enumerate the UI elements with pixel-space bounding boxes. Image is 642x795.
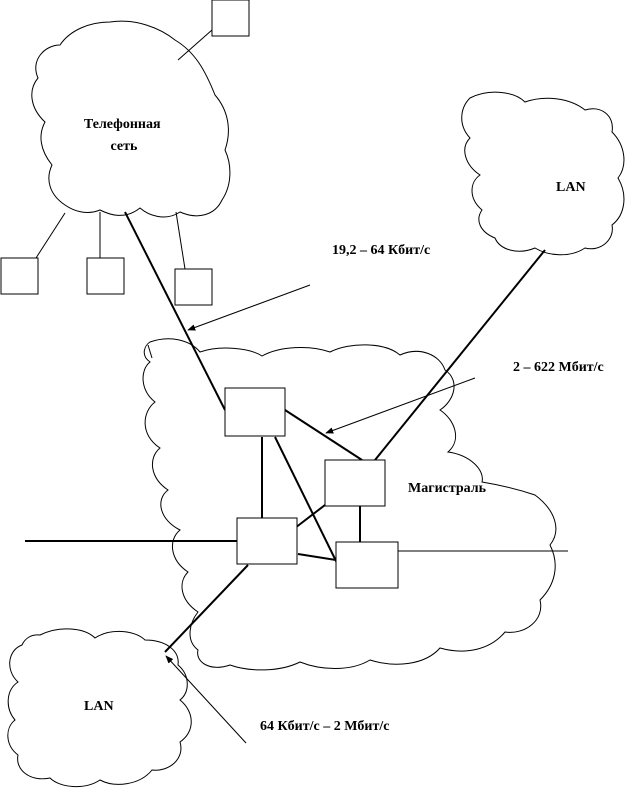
- lan-speed-arrow: [165, 655, 247, 744]
- backbone-speed-label: 2 – 622 Мбит/с: [513, 360, 604, 375]
- subscriber-box-left: [0, 257, 39, 295]
- lan-top-label: LAN: [556, 180, 586, 195]
- backbone-node-right: [324, 459, 386, 507]
- access-speed-label: 19,2 – 64 Кбит/с: [332, 243, 430, 258]
- backbone-label: Магистраль: [408, 481, 487, 496]
- subscriber-box-right: [174, 268, 213, 306]
- subscriber-box-top: [211, 0, 250, 37]
- backbone-cloud: [142, 338, 557, 671]
- telephone-network-label: Телефонная сеть: [84, 117, 164, 154]
- backbone-node-left: [236, 517, 298, 565]
- lan-bottom-label: LAN: [84, 699, 114, 714]
- access-speed-arrow: [187, 284, 311, 331]
- telephone-network-cloud: [31, 20, 231, 218]
- subscriber-box-middle: [86, 257, 125, 295]
- backbone-node-top: [224, 387, 286, 437]
- lan-bottom-cloud: [7, 628, 192, 787]
- backbone-node-bottom: [335, 541, 399, 589]
- lan-speed-label: 64 Кбит/с – 2 Мбит/с: [260, 719, 389, 734]
- backbone-speed-arrow: [325, 377, 476, 434]
- lan-top-cloud: [461, 91, 625, 256]
